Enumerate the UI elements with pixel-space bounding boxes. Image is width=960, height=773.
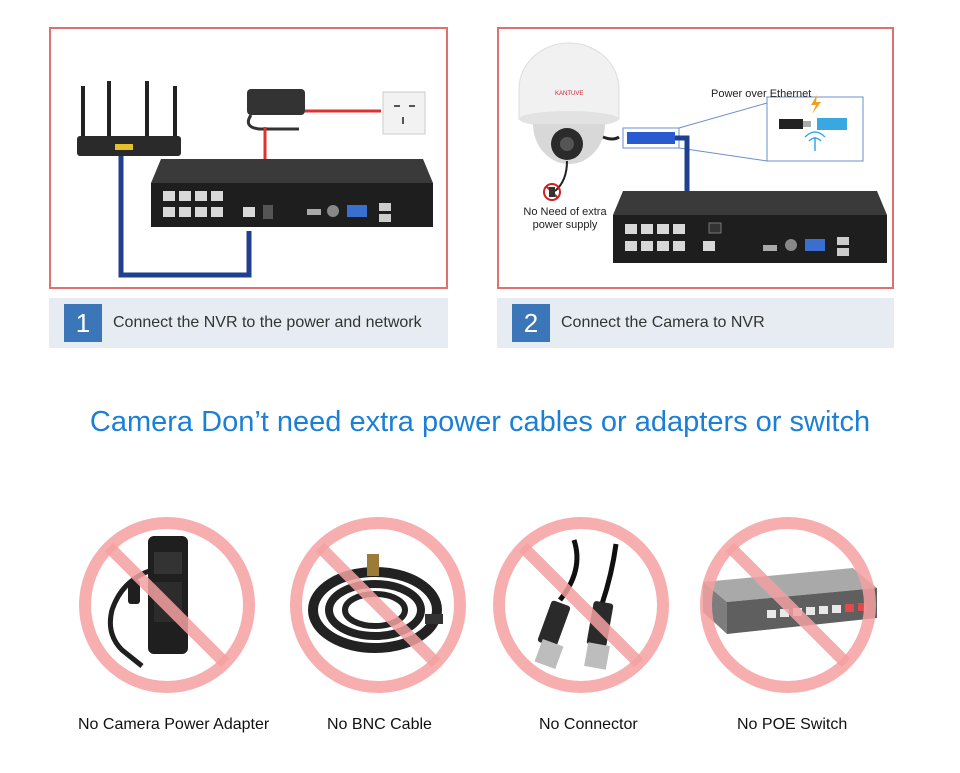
camera-wiring-diagram: KANTUVE No Need of extra power supply Po… xyxy=(518,42,887,263)
caption-no-connector: No Connector xyxy=(539,716,638,733)
dome-camera-icon: KANTUVE xyxy=(518,42,620,164)
diagram-nvr-power-network xyxy=(49,27,448,289)
no-power-text-line2: power supply xyxy=(533,219,598,231)
camera-brand-text: KANTUVE xyxy=(555,91,583,97)
step-text: Connect the Camera to NVR xyxy=(561,314,765,331)
nvr-wiring-diagram xyxy=(77,81,433,278)
no-power-adapter-item xyxy=(72,510,262,700)
poe-plug-icon xyxy=(779,95,847,151)
step-text: Connect the NVR to the power and network xyxy=(113,314,422,331)
bnc-connector-icon xyxy=(493,517,669,693)
no-poe-switch-item xyxy=(693,510,883,700)
router-icon xyxy=(77,81,181,156)
no-bnc-cable-item xyxy=(283,510,473,700)
caption-no-bnc-cable: No BNC Cable xyxy=(327,716,432,733)
power-adapter-icon xyxy=(79,517,255,693)
no-connector-item xyxy=(486,510,676,700)
nvr-icon-2 xyxy=(613,191,887,263)
no-power-icon xyxy=(543,183,561,201)
bnc-cable-icon xyxy=(290,517,466,693)
step-number-badge: 1 xyxy=(64,304,102,342)
caption-no-power-adapter: No Camera Power Adapter xyxy=(78,716,270,733)
diagram-camera-nvr: KANTUVE No Need of extra power supply Po… xyxy=(497,27,894,289)
nvr-icon xyxy=(151,159,433,227)
step-1-bar: 1 Connect the NVR to the power and netwo… xyxy=(49,298,448,348)
poe-switch-icon xyxy=(700,517,877,693)
headline: Camera Don’t need extra power cables or … xyxy=(89,406,871,438)
poe-label: Power over Ethernet xyxy=(711,88,811,100)
nvr-adapter-icon xyxy=(246,89,305,131)
no-power-text-line1: No Need of extra xyxy=(523,206,607,218)
step-2-bar: 2 Connect the Camera to NVR xyxy=(497,298,894,348)
wall-socket-icon xyxy=(382,91,426,135)
step-number-badge: 2 xyxy=(512,304,550,342)
caption-no-poe-switch: No POE Switch xyxy=(737,716,848,733)
